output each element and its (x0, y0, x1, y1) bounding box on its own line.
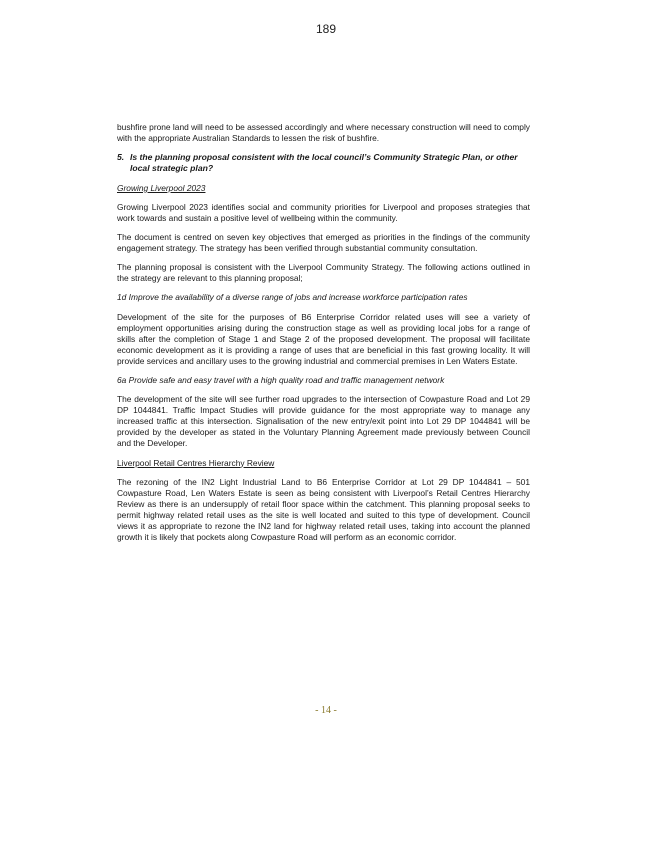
paragraph-consistency: The planning proposal is consistent with… (117, 262, 530, 284)
question-text: Is the planning proposal consistent with… (130, 152, 518, 174)
page-number: 189 (315, 22, 337, 36)
heading-growing-liverpool: Growing Liverpool 2023 (117, 182, 206, 193)
page-footer: - 14 - (315, 705, 337, 716)
heading-action-1d: 1d Improve the availability of a diverse… (117, 292, 468, 303)
paragraph-growing-liverpool: Growing Liverpool 2023 identifies social… (117, 201, 530, 223)
question-number: 5. (117, 152, 125, 163)
paragraph-bushfire: bushfire prone land will need to be asse… (117, 122, 530, 144)
heading-action-6a: 6a Provide safe and easy travel with a h… (117, 375, 445, 385)
question-5: 5. Is the planning proposal consistent w… (117, 152, 530, 175)
paragraph-objectives: The document is centred on seven key obj… (117, 232, 530, 254)
heading-retail-review: Liverpool Retail Centres Hierarchy Revie… (117, 457, 275, 468)
document-body: bushfire prone land will need to be asse… (117, 122, 530, 551)
paragraph-rezoning: The rezoning of the IN2 Light Industrial… (117, 476, 530, 543)
paragraph-employment: Development of the site for the purposes… (117, 311, 530, 366)
paragraph-road-upgrades: The development of the site will see fur… (117, 394, 530, 449)
